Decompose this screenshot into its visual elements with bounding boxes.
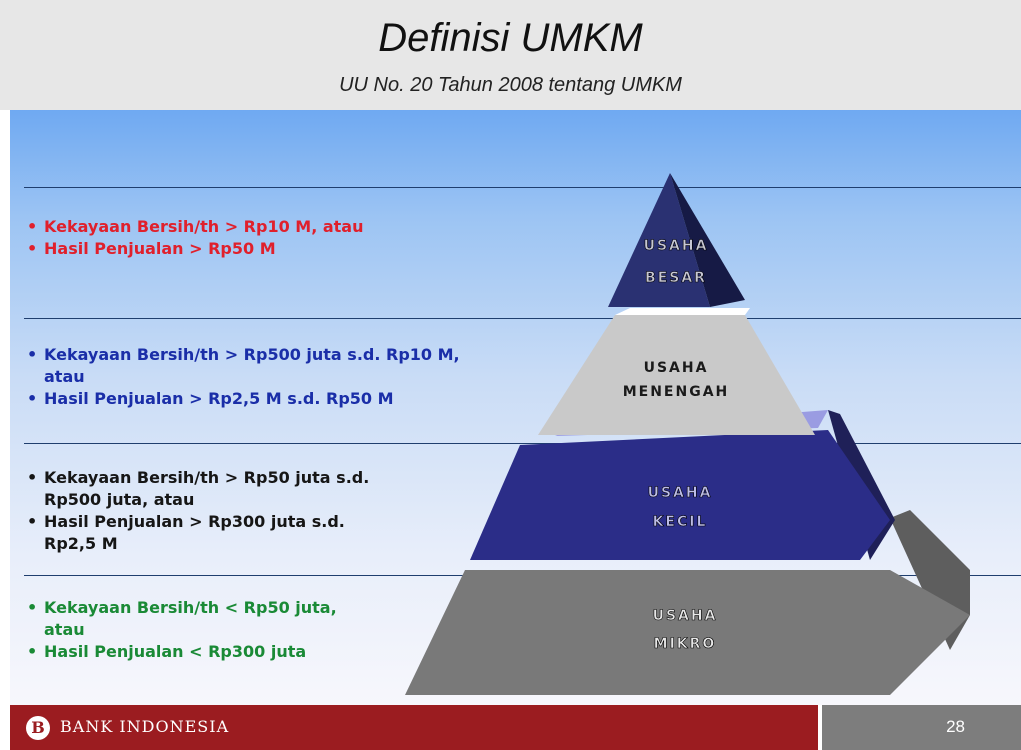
tier-mikro-shape: [405, 570, 970, 695]
tier-besar-criteria: Kekayaan Bersih/th > Rp10 M, atau Hasil …: [24, 216, 374, 260]
bank-name: BANK INDONESIA: [60, 717, 230, 736]
criteria-item: Kekayaan Bersih/th > Rp500 juta s.d. Rp1…: [24, 344, 464, 388]
page-number-box: 28: [822, 705, 1021, 750]
tier-menengah-shape: [538, 315, 815, 435]
slide-header: Definisi UMKM UU No. 20 Tahun 2008 tenta…: [0, 0, 1021, 110]
criteria-item: Hasil Penjualan < Rp300 juta: [24, 641, 354, 663]
tier-besar-front: [608, 173, 710, 307]
tier-menengah-criteria: Kekayaan Bersih/th > Rp500 juta s.d. Rp1…: [24, 344, 464, 410]
criteria-item: Hasil Penjualan > Rp50 M: [24, 238, 374, 260]
divider-line: [24, 318, 1021, 319]
criteria-item: Hasil Penjualan > Rp300 juta s.d. Rp2,5 …: [24, 511, 394, 555]
slide-content: USAHA BESAR USAHA MENENGAH USAHA KECIL USAHA MI…: [10, 110, 1021, 705]
tier-besar-side: [670, 173, 745, 307]
divider-line: [24, 187, 1021, 188]
criteria-item: Hasil Penjualan > Rp2,5 M s.d. Rp50 M: [24, 388, 464, 410]
tier-kecil-shape: [470, 430, 890, 560]
tier-kecil-criteria: Kekayaan Bersih/th > Rp50 juta s.d. Rp50…: [24, 467, 424, 555]
tier-label-line1: USAHA: [644, 238, 709, 254]
tier-label-line1: USAHA: [648, 485, 713, 501]
criteria-item: Kekayaan Bersih/th < Rp50 juta, atau: [24, 597, 354, 641]
bank-indonesia-logo-icon: B: [26, 716, 50, 740]
tier-label-line2: MIKRO: [654, 636, 717, 652]
criteria-item: Kekayaan Bersih/th > Rp10 M, atau: [24, 216, 374, 238]
tier-label-line2: MENENGAH: [623, 384, 730, 400]
tier-menengah-top: [615, 308, 750, 315]
tier-label-line2: BESAR: [645, 270, 707, 286]
tier-mikro-criteria: Kekayaan Bersih/th < Rp50 juta, atau Has…: [24, 597, 354, 663]
slide-title: Definisi UMKM: [378, 16, 643, 60]
tier-label-line1: USAHA: [644, 360, 709, 376]
tier-label-line2: KECIL: [653, 514, 708, 530]
umkm-pyramid: USAHA BESAR USAHA MENENGAH USAHA KECIL USAHA MI…: [405, 173, 970, 695]
criteria-item: Kekayaan Bersih/th > Rp50 juta s.d. Rp50…: [24, 467, 424, 511]
slide-footer: B BANK INDONESIA: [10, 705, 818, 750]
tier-label-line1: USAHA: [653, 608, 718, 624]
slide-subtitle: UU No. 20 Tahun 2008 tentang UMKM: [339, 74, 682, 96]
page-number: 28: [946, 717, 965, 736]
divider-line: [24, 443, 1021, 444]
